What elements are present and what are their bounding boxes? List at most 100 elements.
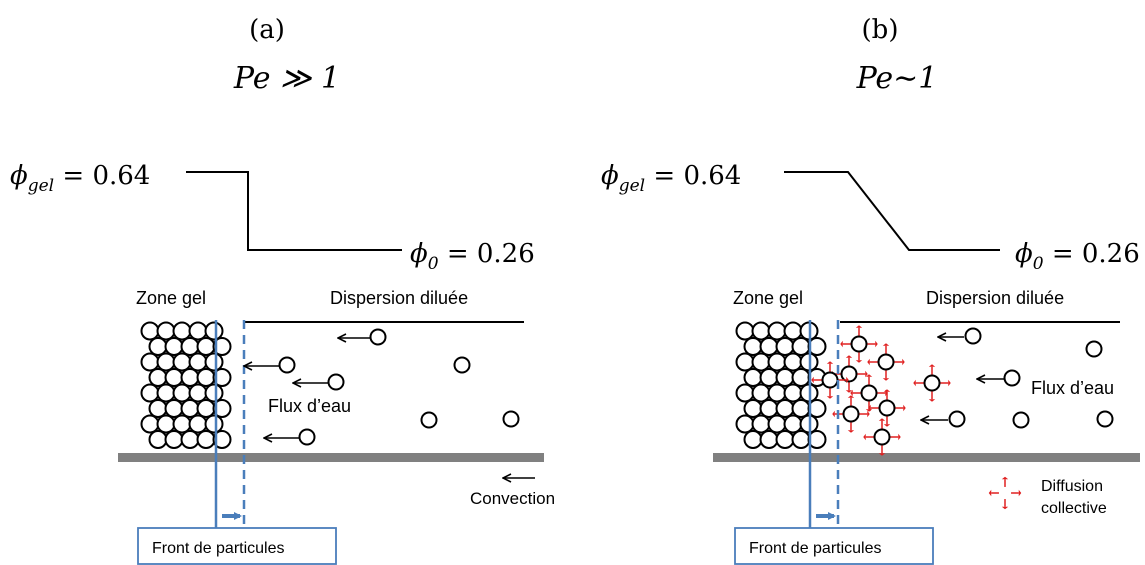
gel-particle bbox=[743, 337, 763, 356]
panel-a-concentration-profile bbox=[186, 171, 402, 251]
diffusing-particle bbox=[860, 384, 878, 402]
gel-particle bbox=[204, 352, 224, 372]
diffusion-arrow bbox=[847, 395, 855, 407]
gel-particle bbox=[775, 399, 795, 418]
gel-particle bbox=[196, 399, 216, 418]
gel-particle bbox=[807, 430, 827, 449]
gel-particle bbox=[196, 368, 216, 387]
panel-b-phi-0-label: ϕ0 = 0.26 bbox=[1015, 239, 1140, 274]
diffusion-arrow bbox=[928, 390, 936, 402]
gel-particle bbox=[791, 337, 811, 356]
panel-a-tag: (a) bbox=[249, 15, 285, 45]
gel-particle bbox=[775, 368, 795, 387]
panel-a-flux-label: Flux d’eau bbox=[268, 396, 351, 416]
gel-particle bbox=[791, 430, 811, 449]
gel-particle bbox=[156, 383, 176, 403]
gel-particle bbox=[188, 352, 208, 372]
panel-b-dispersion-label: Dispersion diluée bbox=[926, 288, 1064, 308]
panel-b-diffusion-legend-icon bbox=[988, 476, 1022, 510]
gel-particle bbox=[140, 414, 160, 434]
diffusing-particle bbox=[842, 405, 860, 423]
panel-a-particle bbox=[298, 428, 316, 446]
diffusion-arrow bbox=[865, 374, 873, 386]
diffusion-arrow bbox=[883, 415, 891, 427]
diffusion-arrow bbox=[928, 364, 936, 376]
diffusion-arrow bbox=[847, 421, 855, 433]
diffusion-arrow bbox=[939, 379, 951, 387]
diffusing-particle bbox=[873, 428, 891, 446]
diffusion-arrow bbox=[826, 361, 834, 373]
diffusion-arrow bbox=[913, 379, 925, 387]
diffusion-arrow bbox=[855, 351, 863, 363]
panel-b-gel-particles bbox=[735, 321, 827, 449]
panel-b-particle bbox=[1012, 411, 1030, 429]
diffusion-arrow bbox=[882, 343, 890, 355]
gel-particle bbox=[204, 414, 224, 434]
gel-particle bbox=[188, 414, 208, 434]
panel-b-flux-label: Flux d’eau bbox=[1031, 378, 1114, 398]
legend-diffusion-arrow bbox=[1011, 489, 1022, 497]
diffusion-arrow bbox=[893, 358, 905, 366]
panel-b-front-box bbox=[734, 527, 934, 565]
panel-b-membrane-wall bbox=[713, 453, 1140, 462]
gel-particle bbox=[212, 430, 232, 449]
gel-particle bbox=[735, 352, 755, 372]
diffusion-arrow bbox=[889, 433, 901, 441]
diffusion-arrow bbox=[878, 418, 886, 430]
gel-particle bbox=[172, 383, 192, 403]
panel-a-convection-label: Convection bbox=[470, 489, 555, 508]
gel-particle bbox=[212, 399, 232, 418]
gel-particle bbox=[156, 321, 176, 341]
panel-a-zone-gel-label: Zone gel bbox=[136, 288, 206, 308]
gel-particle bbox=[751, 321, 771, 341]
gel-particle bbox=[759, 337, 779, 356]
gel-particle bbox=[180, 337, 200, 356]
diffusion-arrow bbox=[826, 387, 834, 399]
gel-particle bbox=[767, 414, 787, 434]
gel-particle bbox=[783, 352, 803, 372]
diffusing-particle bbox=[850, 335, 868, 353]
gel-particle bbox=[212, 368, 232, 387]
gel-particle bbox=[180, 368, 200, 387]
gel-particle bbox=[212, 337, 232, 356]
gel-particle bbox=[775, 337, 795, 356]
panel-a-phi-gel-label: ϕgel = 0.64 bbox=[10, 161, 150, 196]
diffusion-arrow bbox=[845, 381, 853, 393]
panel-a-membrane-wall bbox=[118, 453, 544, 462]
gel-particle bbox=[759, 368, 779, 387]
gel-particle bbox=[140, 352, 160, 372]
diffusion-arrow bbox=[882, 369, 890, 381]
panel-a-particle bbox=[502, 410, 520, 428]
panel-b-particle bbox=[1096, 410, 1114, 428]
gel-particle bbox=[164, 337, 184, 356]
gel-particle bbox=[164, 399, 184, 418]
gel-particle bbox=[783, 321, 803, 341]
gel-particle bbox=[807, 337, 827, 356]
panel-a-particle bbox=[369, 328, 387, 346]
legend-diffusion-arrow bbox=[988, 489, 999, 497]
diffusion-arrow bbox=[878, 444, 886, 456]
diffusion-arrow bbox=[832, 410, 844, 418]
diffusing-particle bbox=[878, 399, 896, 417]
panel-b-concentration-profile bbox=[784, 171, 1000, 251]
panel-b-phi-gel-label: ϕgel = 0.64 bbox=[601, 161, 741, 196]
panel-a-particle bbox=[327, 373, 345, 391]
panel-a-front-label: Front de particules bbox=[152, 540, 285, 557]
diffusion-arrow bbox=[883, 389, 891, 401]
panel-a-particle bbox=[420, 411, 438, 429]
gel-particle bbox=[164, 430, 184, 449]
gel-particle bbox=[172, 414, 192, 434]
diffusing-particle bbox=[821, 371, 839, 389]
panel-a-phi-0-label: ϕ0 = 0.26 bbox=[410, 239, 535, 274]
diffusion-arrow bbox=[866, 340, 878, 348]
gel-particle bbox=[783, 414, 803, 434]
diffusion-arrow bbox=[856, 370, 868, 378]
gel-particle bbox=[735, 383, 755, 403]
gel-particle bbox=[791, 399, 811, 418]
panel-b-diffusion-label-line2: collective bbox=[1041, 500, 1107, 517]
panel-b-particle bbox=[1003, 369, 1021, 387]
gel-particle bbox=[180, 430, 200, 449]
diffusion-arrow bbox=[865, 400, 873, 412]
